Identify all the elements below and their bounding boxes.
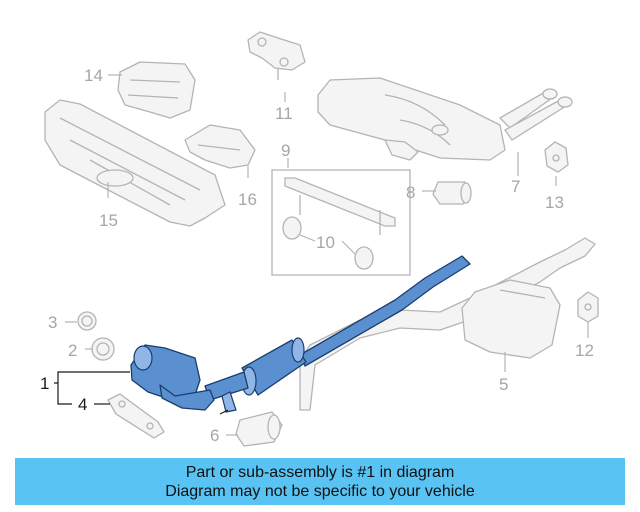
part-1-catalytic-converter-assembly [130,255,471,415]
part-6-clamp [235,411,283,447]
part-5-resonator [299,237,596,411]
callout-15: 15 [99,211,118,230]
part-4-gasket [107,393,165,439]
callout-6: 6 [210,426,219,445]
part-3-gasket [77,311,97,331]
part-16-heat-shield [184,124,256,169]
part-15-heat-shield [44,99,226,227]
callout-14: 14 [84,66,103,85]
part-9-crossmember [271,169,411,276]
part-10-isolator [282,216,374,270]
banner-line-1: Part or sub-assembly is #1 in diagram [185,463,455,481]
callout-5: 5 [499,375,508,394]
callout-7: 7 [511,177,520,196]
part-14-heat-shield [117,61,196,119]
callout-2: 2 [68,341,77,360]
part-7-rear-muffler [317,77,573,161]
part-2-gasket [91,337,115,361]
part-8-clamp [432,181,472,205]
part-11-bracket [247,31,306,80]
callout-9: 9 [281,141,290,160]
callout-11: 11 [275,104,293,123]
part-12-hanger [577,291,599,323]
callout-4: 4 [78,395,87,414]
banner-line-2: Diagram may not be specific to your vehi… [165,482,475,500]
callout-3: 3 [48,313,57,332]
callout-10: 10 [316,233,335,252]
callout-12: 12 [575,341,594,360]
callouts: 14 11 9 16 15 7 8 13 10 3 2 1 4 5 12 6 [40,66,594,445]
disclaimer-banner: Part or sub-assembly is #1 in diagram Di… [15,458,625,505]
parts-diagram: 14 11 9 16 15 7 8 13 10 3 2 1 4 5 12 6 [40,31,599,447]
callout-13: 13 [545,193,564,212]
callout-1: 1 [40,374,49,393]
callout-8: 8 [406,183,415,202]
leader-lines [54,74,589,436]
part-13-hanger [544,141,569,173]
callout-16: 16 [238,190,257,209]
